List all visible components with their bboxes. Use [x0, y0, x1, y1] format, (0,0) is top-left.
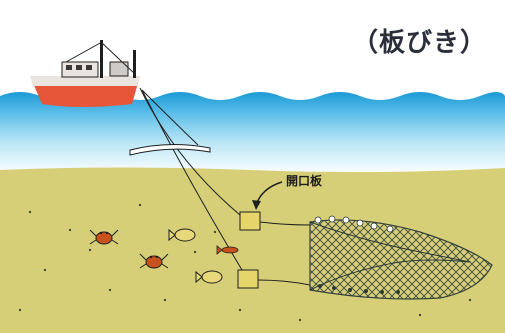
flatfish-1 [168, 228, 196, 242]
sea [0, 92, 505, 175]
seabed-pebbles [18, 203, 472, 322]
otter-board-label: 開口板 [286, 174, 323, 188]
net-floats [314, 215, 394, 233]
flatfish-2 [195, 270, 223, 284]
diagram-title: （板びき） [351, 28, 487, 58]
trawl-net [309, 215, 493, 300]
crab-2 [139, 253, 169, 269]
otter-board-upper [239, 211, 261, 231]
bridles [257, 221, 311, 286]
net-sinkers [318, 284, 400, 294]
label-arrow [252, 181, 283, 210]
fishing-ship [30, 40, 140, 107]
crab-1 [89, 229, 119, 245]
small-fish [216, 245, 239, 255]
depth-break-mark [129, 143, 211, 156]
ship-mast [100, 40, 103, 78]
ship-rear-mast [133, 50, 136, 78]
otter-board-lower [237, 269, 259, 289]
